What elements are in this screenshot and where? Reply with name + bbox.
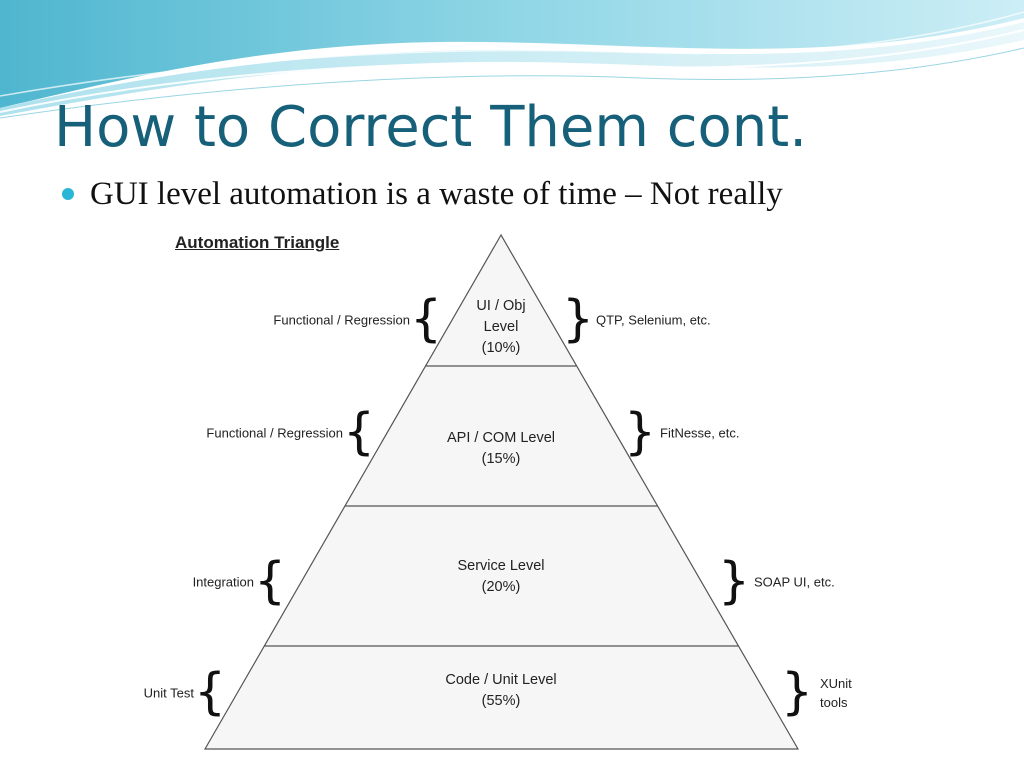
- left-side-label-line: Functional / Regression: [273, 312, 410, 328]
- bullet-text: GUI level automation is a waste of time …: [90, 175, 783, 212]
- right-side-label: QTP, Selenium, etc.: [596, 311, 711, 330]
- header-wave-decoration: [0, 0, 1024, 120]
- left-brace-icon: {: [194, 662, 226, 721]
- level-label-line: (55%): [481, 693, 521, 709]
- right-side-label: FitNesse, etc.: [660, 424, 739, 443]
- right-side-label-line: QTP, Selenium, etc.: [596, 312, 711, 328]
- right-side-label-line: SOAP UI, etc.: [754, 574, 835, 590]
- left-brace-icon: {: [343, 402, 375, 461]
- left-side-label: Functional / Regression: [273, 311, 410, 330]
- diagram-title: Automation Triangle: [175, 233, 340, 252]
- level-label-line: (20%): [481, 579, 521, 595]
- level-label-line: API / COM Level: [447, 430, 555, 446]
- level-label-line: Code / Unit Level: [445, 672, 557, 688]
- bullet-dot-icon: [62, 188, 74, 200]
- slide-title: How to Correct Them cont.: [54, 95, 807, 160]
- left-side-label: Unit Test: [144, 684, 194, 703]
- bullet-item: GUI level automation is a waste of time …: [62, 172, 783, 216]
- right-brace-icon: }: [781, 662, 813, 721]
- level-label-line: Level: [483, 319, 519, 335]
- left-side-label-line: Integration: [192, 574, 254, 590]
- right-side-label-line: tools: [820, 695, 848, 710]
- left-side-label: Integration: [193, 573, 254, 592]
- right-side-label: XUnit tools: [820, 674, 852, 712]
- right-brace-icon: }: [624, 402, 656, 461]
- right-brace-icon: }: [718, 551, 750, 610]
- level-label-line: (10%): [481, 340, 521, 356]
- left-brace-icon: {: [254, 551, 286, 610]
- level-label: Service Level (20%): [457, 556, 544, 598]
- right-side-label-line: XUnit: [820, 676, 852, 691]
- level-label-line: (15%): [481, 451, 521, 467]
- right-brace-icon: }: [562, 289, 594, 348]
- level-label-line: UI / Obj: [476, 298, 526, 314]
- left-brace-icon: {: [410, 289, 442, 348]
- left-side-label-line: Functional / Regression: [206, 425, 343, 441]
- left-side-label-line: Unit Test: [143, 685, 194, 701]
- right-side-label: SOAP UI, etc.: [754, 573, 835, 592]
- triangle-shape: [203, 233, 800, 750]
- level-label-line: Service Level: [457, 558, 545, 574]
- level-label: Code / Unit Level (55%): [445, 670, 556, 712]
- right-side-label-line: FitNesse, etc.: [660, 425, 740, 441]
- level-label: API / COM Level (15%): [447, 428, 555, 470]
- triangle-outline: [203, 233, 800, 750]
- left-side-label: Functional / Regression: [206, 424, 343, 443]
